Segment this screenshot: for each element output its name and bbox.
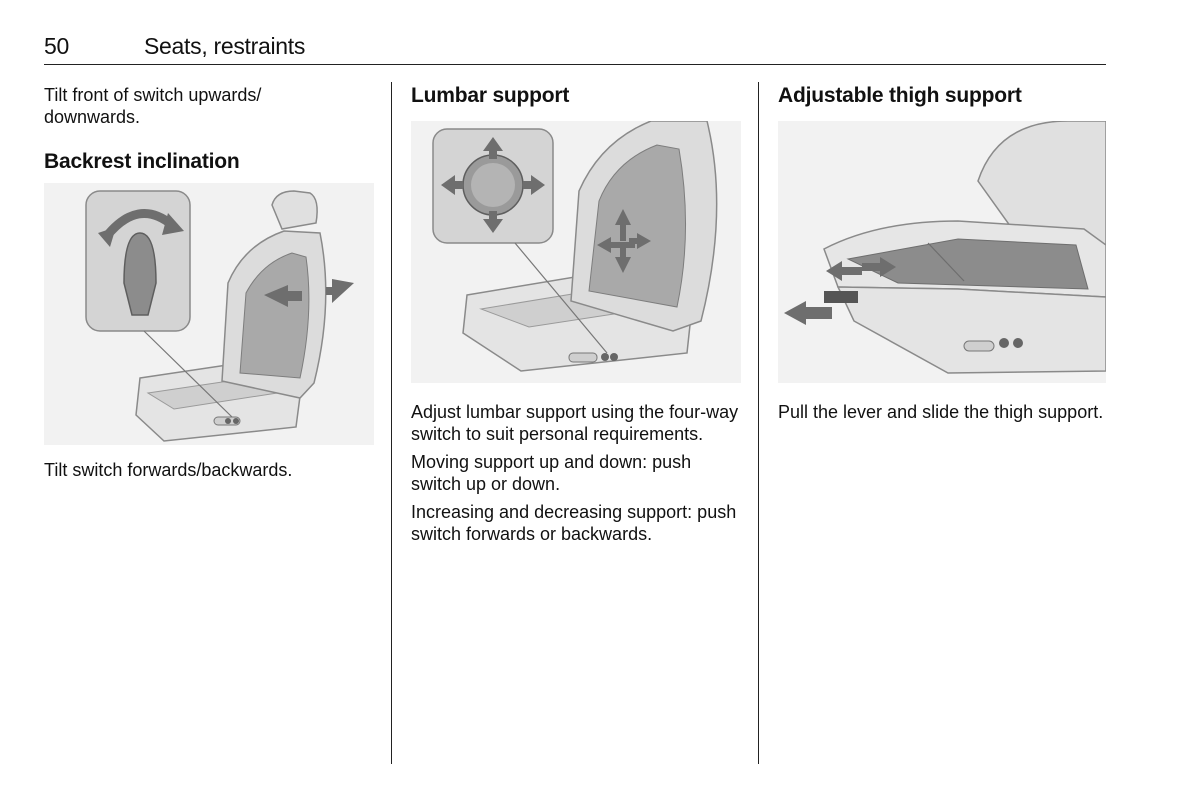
column-1: Tilt front of switch upwards/ downwards.… <box>44 84 374 481</box>
thigh-paragraph-1: Pull the lever and slide the thigh suppo… <box>778 402 1104 422</box>
backrest-caption: Tilt switch forwards/backwards. <box>44 460 293 480</box>
section-title: Seats, restraints <box>144 33 306 59</box>
page-number: 50 <box>44 33 69 59</box>
heading-backrest-inclination: Backrest inclination <box>44 150 240 173</box>
column-divider-2 <box>758 82 760 764</box>
heading-thigh-support: Adjustable thigh support <box>778 84 1022 107</box>
column-divider-1 <box>391 82 393 764</box>
page-header: 50 Seats, restraints <box>44 33 1106 65</box>
heading-lumbar-support: Lumbar support <box>411 84 570 107</box>
lumbar-paragraph-2: Moving support up and down: push switch … <box>411 452 692 494</box>
column-3: Adjustable thigh support Pull the lever … <box>778 84 1108 423</box>
lumbar-support-illustration <box>411 121 741 383</box>
lumbar-paragraph-3: Increasing and decreasing support: push … <box>411 502 737 544</box>
thigh-support-illustration <box>778 121 1106 383</box>
intro-text: Tilt front of switch upwards/ downwards. <box>44 85 262 127</box>
column-2: Lumbar support Adjust lumbar support usi… <box>411 84 741 545</box>
lumbar-paragraph-1: Adjust lumbar support using the four-way… <box>411 402 739 444</box>
backrest-inclination-illustration <box>44 183 374 445</box>
